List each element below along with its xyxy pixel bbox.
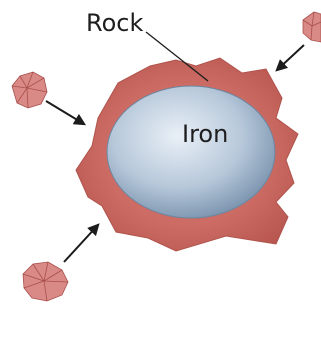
- rock-fragment-top-right: [303, 12, 321, 42]
- rock-fragment-bottom-left: [23, 262, 68, 301]
- iron-core: [107, 86, 275, 218]
- arrow-top-right: [277, 45, 304, 70]
- rock-fragment-left: [12, 72, 47, 108]
- iron-label: Iron: [182, 120, 228, 148]
- arrow-left: [46, 101, 84, 124]
- arrow-bottom-left: [64, 225, 98, 262]
- rock-label: Rock: [86, 9, 143, 37]
